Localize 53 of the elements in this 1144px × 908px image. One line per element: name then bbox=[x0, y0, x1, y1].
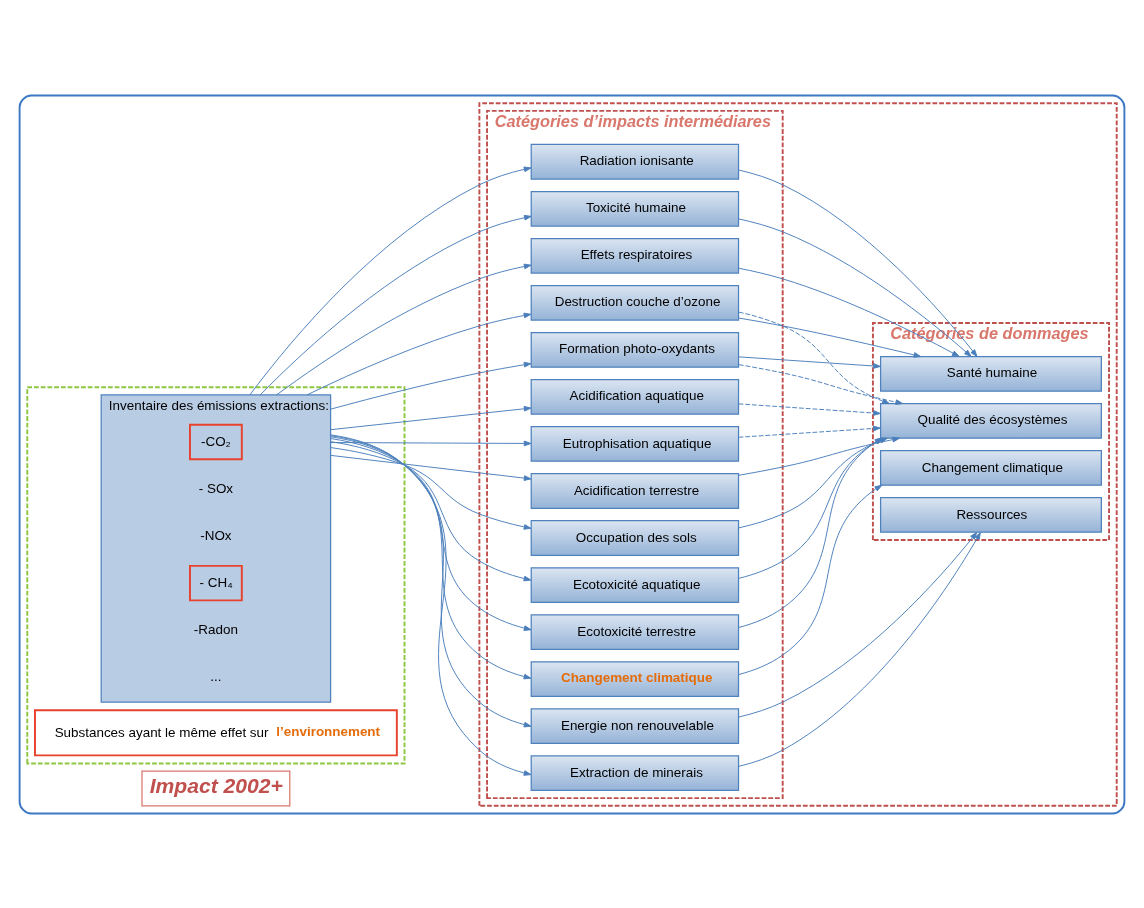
node-box: Santé humaine bbox=[879, 355, 1102, 392]
arrow bbox=[330, 435, 532, 679]
node-box: Acidification terrestre bbox=[530, 472, 740, 509]
node-box: Eutrophisation aquatique bbox=[530, 425, 740, 462]
arrow bbox=[738, 363, 904, 405]
arrow bbox=[738, 355, 881, 369]
label: ... bbox=[210, 668, 222, 684]
arrow bbox=[330, 437, 532, 631]
node-box: Changement climatique bbox=[530, 660, 740, 697]
arrow bbox=[249, 166, 532, 395]
arrow bbox=[738, 169, 978, 357]
node-box: Substances ayant le même effet sur l’environnement bbox=[34, 708, 398, 756]
arrow bbox=[738, 531, 981, 767]
arrow bbox=[306, 312, 532, 395]
node-box: Radiation ionisante bbox=[530, 143, 740, 180]
node-box: Formation photo-oxydants bbox=[530, 331, 740, 368]
cluster bbox=[478, 101, 1118, 807]
arrow bbox=[330, 440, 532, 446]
cluster bbox=[26, 385, 406, 765]
arrow bbox=[738, 317, 922, 358]
node-box: Qualité des écosystèmes bbox=[879, 402, 1102, 439]
cluster bbox=[18, 94, 1126, 814]
arrow bbox=[738, 267, 960, 357]
arrow bbox=[738, 218, 972, 357]
arrow bbox=[738, 311, 890, 404]
label: -NOx bbox=[200, 527, 232, 543]
node-box: Ressources bbox=[879, 496, 1102, 533]
node-box: Acidification aquatique bbox=[530, 378, 740, 415]
node-box: Occupation des sols bbox=[530, 519, 740, 556]
node-box: Energie non renouvelable bbox=[530, 707, 740, 744]
node-box: Extraction de minerais bbox=[530, 754, 740, 791]
label: -Radon bbox=[193, 621, 238, 637]
arrow bbox=[330, 361, 532, 410]
node-box: Toxicité humaine bbox=[530, 190, 740, 227]
node-box: -CO₂ bbox=[189, 423, 243, 460]
node-box: Changement climatique bbox=[879, 449, 1102, 486]
arrow bbox=[330, 446, 532, 530]
arrow bbox=[738, 425, 881, 438]
node-box: Effets respiratoires bbox=[530, 237, 740, 274]
node-box: Ecotoxicité aquatique bbox=[530, 566, 740, 603]
arrow bbox=[330, 405, 532, 430]
arrow bbox=[738, 484, 883, 675]
arrow bbox=[738, 402, 881, 416]
node-box: Destruction couche d’ozone bbox=[530, 284, 740, 321]
arrow bbox=[738, 531, 978, 717]
node-box: Ecotoxicité terrestre bbox=[530, 613, 740, 650]
arrow bbox=[259, 214, 532, 395]
label: - SOx bbox=[198, 480, 234, 496]
arrow bbox=[330, 440, 532, 581]
arrow bbox=[276, 263, 532, 395]
node-box: Impact 2002+ bbox=[141, 770, 291, 806]
arrow bbox=[330, 454, 532, 481]
node-box: - CH₄ bbox=[189, 564, 243, 601]
